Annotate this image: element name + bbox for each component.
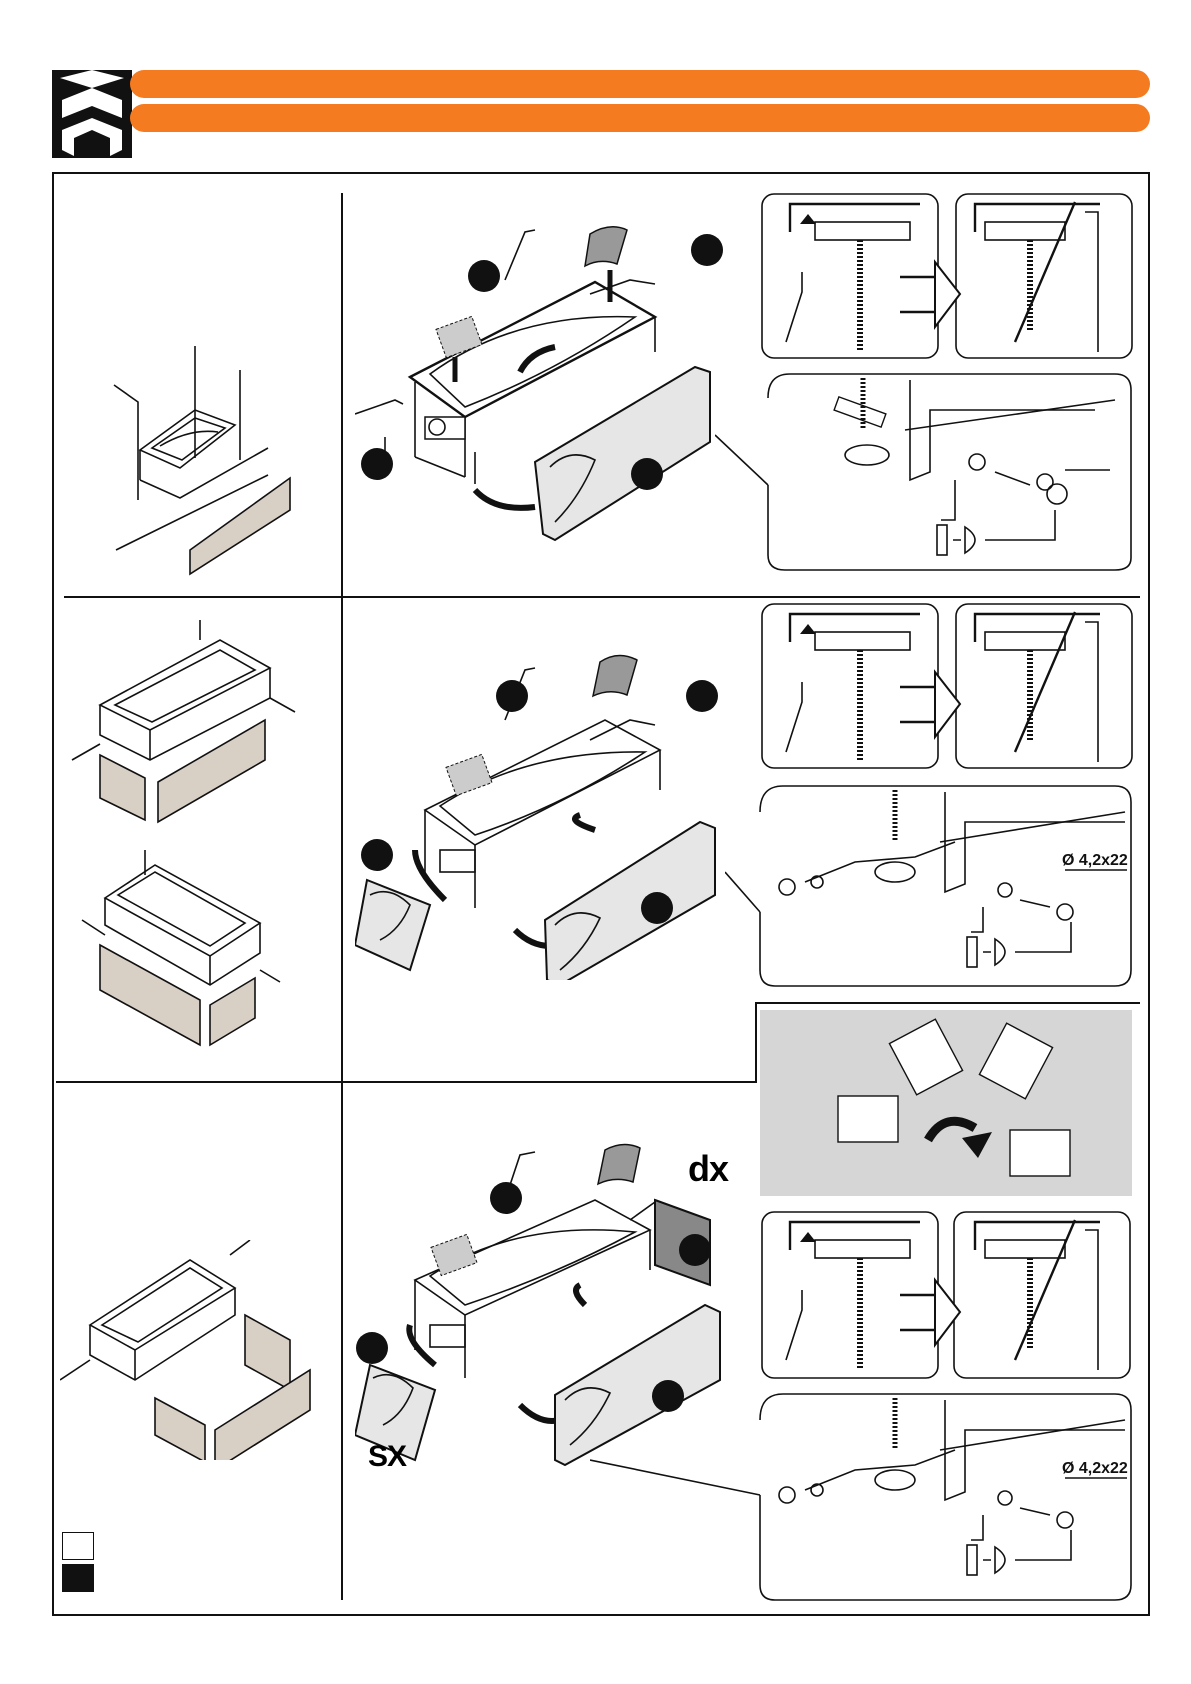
screw-callout-2: Ø 4,2x22 bbox=[725, 782, 1135, 992]
corner-tub-l-panels-illustration bbox=[60, 1240, 320, 1460]
legend-white-square bbox=[62, 1532, 94, 1560]
legend-black-square bbox=[62, 1564, 94, 1592]
rotate-panel-icon bbox=[760, 1010, 1132, 1196]
screw-size-label: Ø 4,2x22 bbox=[1062, 852, 1128, 869]
exploded-tub-diagram-1 bbox=[355, 222, 725, 542]
corner-tubs-illustration bbox=[70, 620, 310, 1060]
dx-label: dx bbox=[688, 1148, 728, 1190]
screw-callout-3: Ø 4,2x22 bbox=[590, 1390, 1140, 1605]
fixing-detail-top-2 bbox=[760, 602, 1140, 782]
fixing-detail-top-1 bbox=[760, 192, 1140, 372]
sx-label: SX bbox=[368, 1440, 406, 1474]
fixing-detail-top-3 bbox=[760, 1210, 1140, 1390]
exploded-tub-diagram-2 bbox=[355, 640, 725, 980]
alcove-tub-illustration bbox=[100, 340, 300, 580]
front-panel-shape bbox=[190, 478, 290, 574]
screw-callout-1 bbox=[715, 370, 1135, 580]
screw-size-label: Ø 4,2x22 bbox=[1062, 1460, 1128, 1477]
rotation-gray-box bbox=[760, 1010, 1132, 1196]
